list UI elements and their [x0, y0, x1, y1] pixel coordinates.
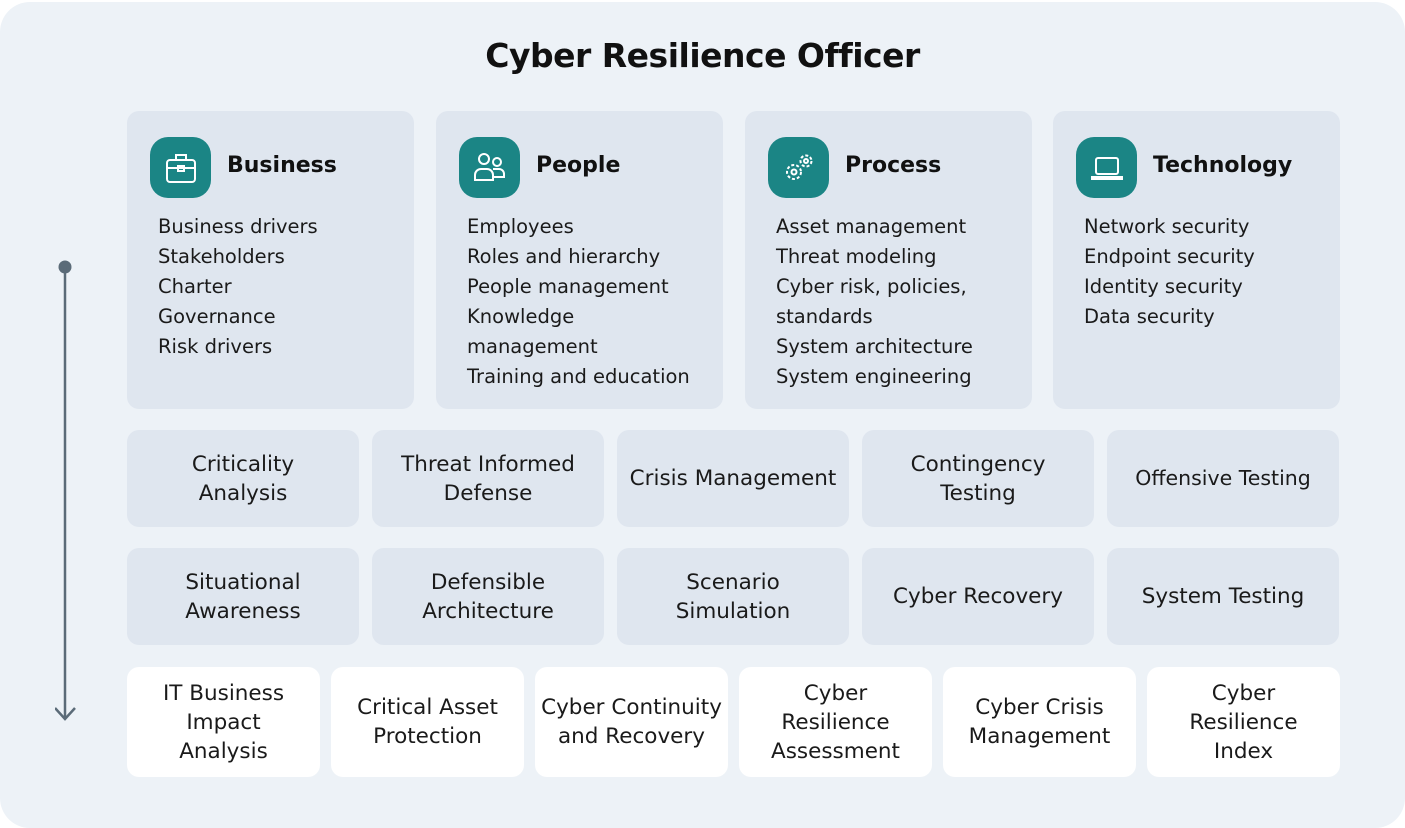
list-item: System engineering — [776, 365, 972, 388]
service-box: Critical Asset Protection — [331, 667, 524, 777]
list-item: Stakeholders — [158, 245, 285, 268]
pillar-title: Process — [845, 153, 942, 178]
capability-box: Crisis Management — [617, 430, 849, 527]
capability-box: Threat Informed Defense — [372, 430, 604, 527]
list-item: Employees — [467, 215, 574, 238]
list-item: Training and education — [467, 365, 690, 388]
service-box: Cyber Crisis Management — [943, 667, 1136, 777]
list-item: Business drivers — [158, 215, 318, 238]
service-box: Cyber Continuity and Recovery — [535, 667, 728, 777]
list-item: standards — [776, 305, 873, 328]
list-item: Risk drivers — [158, 335, 273, 358]
list-item: Endpoint security — [1084, 245, 1255, 268]
list-item: Identity security — [1084, 275, 1243, 298]
list-item: Charter — [158, 275, 232, 298]
list-item: People management — [467, 275, 669, 298]
capability-box: Situational Awareness — [127, 548, 359, 645]
list-item: Governance — [158, 305, 276, 328]
page-title: Cyber Resilience Officer — [485, 36, 920, 75]
list-item: Data security — [1084, 305, 1215, 328]
list-item: Network security — [1084, 215, 1250, 238]
list-item: Asset management — [776, 215, 967, 238]
capability-box: Offensive Testing — [1107, 430, 1339, 527]
list-item: Threat modeling — [776, 245, 937, 268]
service-box: Cyber Resilience Assessment — [739, 667, 932, 777]
service-box: IT Business Impact Analysis — [127, 667, 320, 777]
laptop-icon — [1076, 137, 1137, 198]
list-item: management — [467, 335, 598, 358]
service-box: Cyber Resilience Index — [1147, 667, 1340, 777]
capability-box: System Testing — [1107, 548, 1339, 645]
flow-arrow — [55, 260, 76, 721]
list-item: Knowledge — [467, 305, 575, 328]
list-item: System architecture — [776, 335, 973, 358]
pillar-title: People — [536, 153, 621, 178]
pillar-title: Technology — [1153, 153, 1293, 178]
list-item: Cyber risk, policies, — [776, 275, 967, 298]
capability-box: Defensible Architecture — [372, 548, 604, 645]
capability-box: Contingency Testing — [862, 430, 1094, 527]
briefcase-icon — [150, 137, 211, 198]
capability-box: Scenario Simulation — [617, 548, 849, 645]
list-item: Roles and hierarchy — [467, 245, 661, 268]
capability-box: Cyber Recovery — [862, 548, 1094, 645]
capability-box: Criticality Analysis — [127, 430, 359, 527]
gears-icon — [768, 137, 829, 198]
people-icon — [459, 137, 520, 198]
pillar-title: Business — [227, 153, 337, 178]
